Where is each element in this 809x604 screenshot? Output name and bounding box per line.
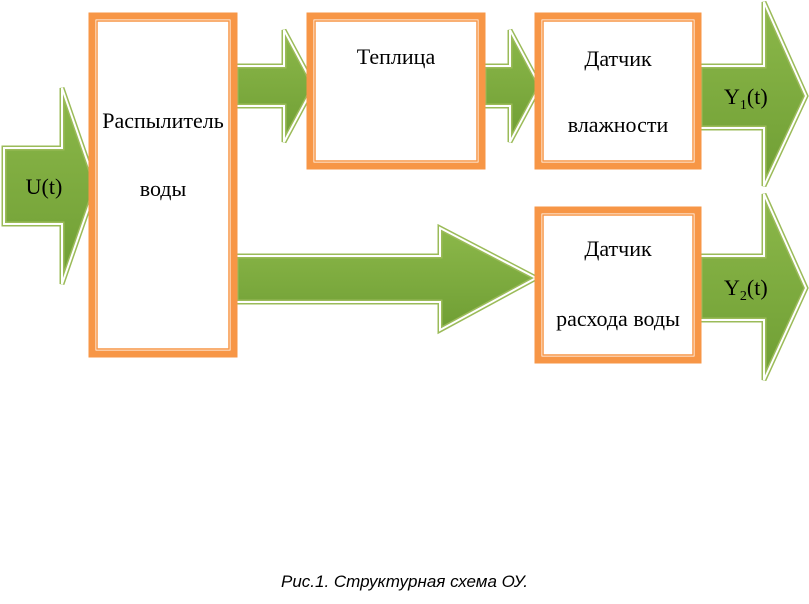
block-humidity-sensor	[534, 12, 702, 170]
arrow-sprayer-to-flow-sensor	[233, 223, 542, 335]
sprayer-label-line2: воды	[140, 176, 187, 201]
greenhouse-label: Теплица	[357, 44, 436, 69]
output-signal-1-tail: (t)	[747, 84, 768, 109]
flow-sensor-label-line2: расхода воды	[556, 306, 680, 331]
output-signal-1-subscript: 1	[740, 98, 747, 113]
figure-caption: Рис.1. Структурная схема ОУ.	[280, 572, 528, 591]
block-flow-sensor	[534, 206, 702, 364]
output-signal-2-label: Y2(t)	[724, 275, 768, 304]
input-signal-label: U(t)	[26, 174, 63, 199]
sprayer-label-line1: Распылитель	[102, 108, 223, 133]
output-signal-2-subscript: 2	[740, 289, 747, 304]
arrow-sprayer-to-greenhouse	[233, 28, 317, 144]
output-signal-1-base: Y	[724, 84, 740, 109]
humidity-sensor-label-line2: влажности	[568, 112, 669, 137]
output-signal-2-base: Y	[724, 275, 740, 300]
flow-sensor-label-line1: Датчик	[584, 236, 652, 261]
block-sprayer	[88, 12, 238, 358]
input-arrow	[1, 87, 99, 285]
output-signal-2-tail: (t)	[747, 275, 768, 300]
arrow-greenhouse-to-humidity-sensor	[481, 28, 543, 144]
block-greenhouse	[306, 12, 486, 170]
output-signal-1-label: Y1(t)	[724, 84, 768, 113]
humidity-sensor-label-line1: Датчик	[584, 46, 652, 71]
output-arrow-1	[697, 0, 809, 188]
output-arrow-2	[697, 192, 809, 382]
